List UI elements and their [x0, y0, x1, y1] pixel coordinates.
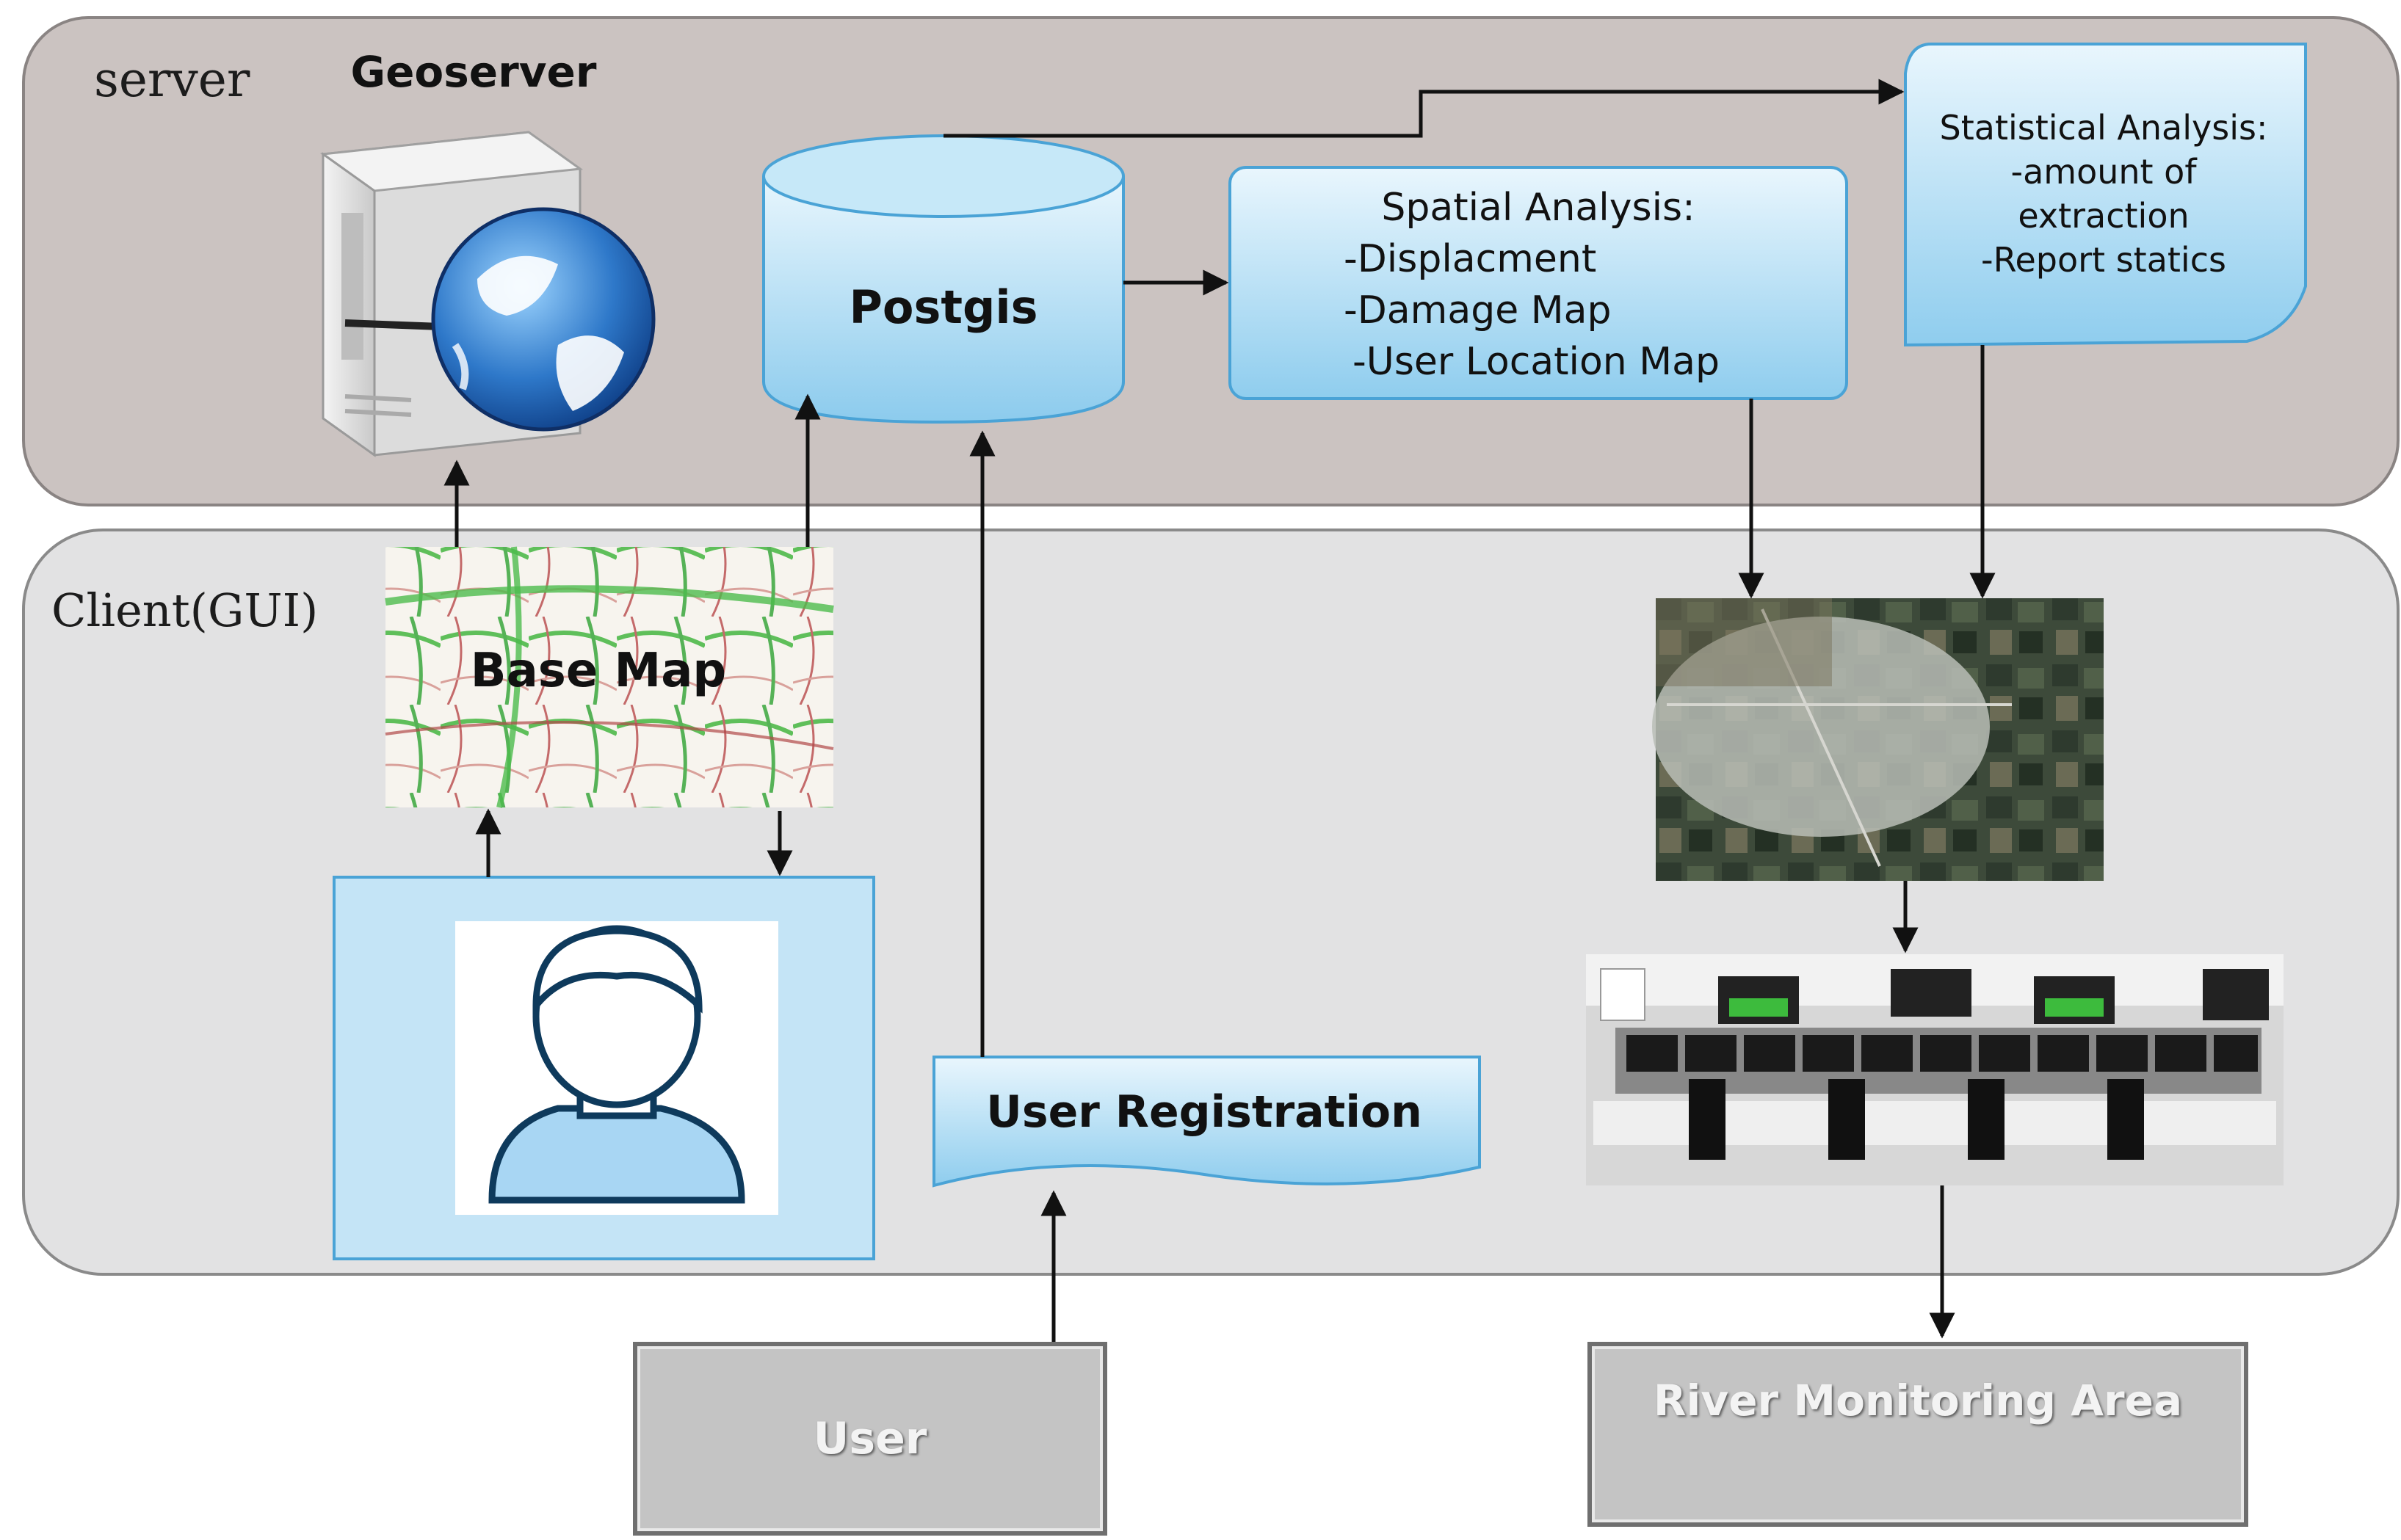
- spatial-analysis-item: -User Location Map: [1352, 340, 1720, 384]
- user-label: User: [813, 1413, 927, 1464]
- statistical-analysis-line: extraction: [2018, 196, 2189, 236]
- statistical-analysis-box: [1904, 43, 2307, 347]
- statistical-analysis-line: -amount of: [2010, 152, 2198, 192]
- globe-icon: [431, 207, 656, 432]
- arrow-postgis-to-statistical: [944, 79, 1905, 138]
- user-avatar-icon: [488, 925, 745, 1204]
- server-label: server: [94, 51, 250, 108]
- user-registration-label: User Registration: [986, 1086, 1422, 1138]
- statistical-analysis-line: -Report statics: [1981, 240, 2226, 280]
- river-monitoring-box: River Monitoring Area: [1587, 1342, 2248, 1527]
- statistical-analysis-line: Statistical Analysis:: [1940, 108, 2268, 148]
- geoserver-label: Geoserver: [350, 47, 596, 97]
- spatial-analysis-title: Spatial Analysis:: [1381, 186, 1695, 230]
- satellite-image: [1652, 598, 2104, 881]
- base-map-label: Base Map: [471, 644, 726, 698]
- base-map-image: [385, 546, 834, 808]
- client-label: Client(GUI): [51, 584, 319, 637]
- spatial-analysis-item: -Displacment: [1344, 237, 1596, 281]
- control-room-image: [1586, 954, 2284, 1185]
- spatial-analysis-box: [1228, 166, 1848, 400]
- spatial-analysis-item: -Damage Map: [1344, 288, 1611, 333]
- postgis-label: Postgis: [849, 280, 1037, 334]
- user-registration-box: [932, 1056, 1481, 1188]
- postgis-database: [762, 134, 1125, 424]
- river-monitoring-label: River Monitoring Area: [1653, 1376, 2183, 1425]
- user-box: User: [633, 1342, 1107, 1536]
